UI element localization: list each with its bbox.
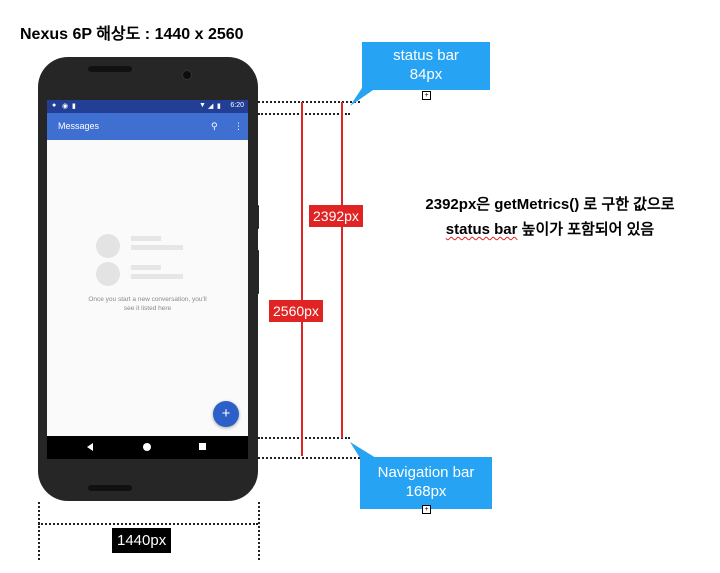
total-height-line: [301, 102, 303, 456]
back-icon[interactable]: [87, 443, 93, 451]
power-button: [255, 205, 259, 229]
expand-icon[interactable]: +: [422, 505, 431, 514]
settings-icon: ◉: [62, 103, 69, 110]
status-bar-guide-top: [258, 101, 360, 103]
navigation-bar-callout: Navigation bar 168px: [360, 457, 492, 509]
metrics-height-label: 2392px: [309, 205, 363, 227]
bottom-speaker: [88, 485, 132, 491]
status-bar: [47, 100, 248, 113]
page-title: Nexus 6P 해상도 : 1440 x 2560: [20, 26, 244, 43]
search-icon[interactable]: ⚲: [211, 121, 218, 131]
placeholder-line: [131, 274, 183, 279]
explanation-line-1: 2392px은 getMetrics() 로 구한 값으로: [425, 196, 675, 213]
placeholder-line: [131, 236, 161, 241]
status-bar-callout-pointer: [350, 88, 376, 106]
navigation-bar-callout-pointer: [350, 442, 376, 458]
status-bar-guide-bottom: [258, 113, 350, 115]
front-camera: [182, 70, 192, 80]
empty-state-text: Once you start a new conversation, you'l…: [88, 296, 207, 312]
top-speaker: [88, 66, 132, 72]
volume-button: [255, 250, 259, 294]
app-title: Messages: [58, 121, 100, 131]
placeholder-line: [131, 245, 183, 250]
explanation-line-2: status bar 높이가 포함되어 있음: [445, 221, 655, 238]
wifi-icon: ▼: [199, 102, 206, 109]
new-conversation-button[interactable]: +: [213, 401, 239, 427]
home-icon[interactable]: [143, 443, 151, 451]
nav-bar-guide-bottom: [258, 457, 360, 459]
more-menu-icon[interactable]: ⋮: [234, 121, 243, 131]
width-label: 1440px: [112, 528, 172, 553]
expand-icon[interactable]: +: [422, 91, 431, 100]
placeholder-line: [131, 265, 161, 270]
width-guide-right: [258, 502, 260, 560]
battery-icon: ▮: [217, 103, 221, 110]
width-guide-line: [38, 523, 258, 525]
width-guide-left: [38, 502, 40, 560]
status-bar-callout: status bar 84px: [362, 42, 490, 90]
placeholder-avatar: [96, 234, 120, 258]
app-bar: [47, 113, 248, 140]
recent-apps-icon[interactable]: [199, 443, 206, 450]
status-time: 6:20: [230, 102, 244, 109]
metrics-height-line: [341, 102, 343, 438]
placeholder-avatar: [96, 262, 120, 286]
phone-screen: ● ◉ ▮ ▼ ◢ ▮ 6:20 Messages ⚲ ⋮ Once you s…: [47, 100, 248, 459]
signal-icon: ◢: [208, 103, 214, 110]
sim-icon: ▮: [72, 103, 76, 110]
total-height-label: 2560px: [269, 300, 323, 322]
notification-icon: ●: [52, 102, 57, 109]
nav-bar-guide-top: [258, 437, 350, 439]
status-bar-term: status bar: [445, 221, 518, 238]
